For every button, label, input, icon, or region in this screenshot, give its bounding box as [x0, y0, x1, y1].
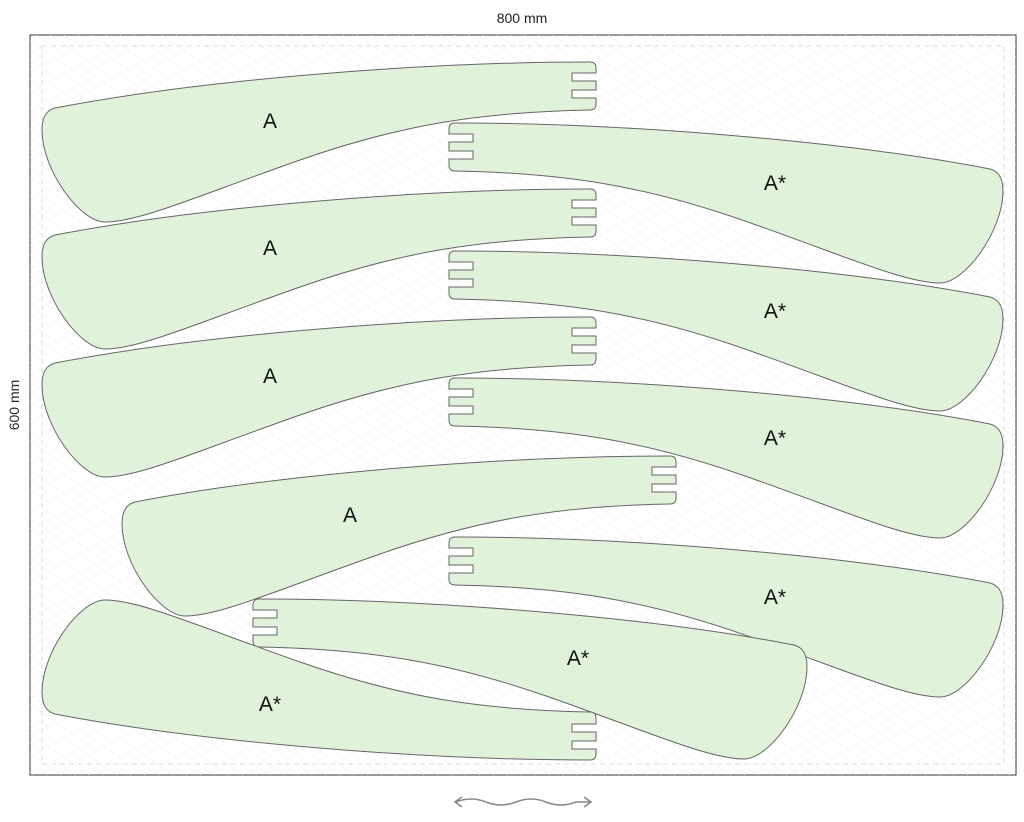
piece-label: A*: [764, 427, 786, 450]
piece-a-star-2[interactable]: A*: [448, 250, 1004, 412]
piece-a-2[interactable]: A: [41, 188, 597, 350]
piece-label: A*: [567, 647, 589, 670]
piece-a-star-6[interactable]: A*: [41, 599, 597, 761]
piece-a-4[interactable]: A: [121, 455, 677, 617]
piece-label: A*: [764, 300, 786, 323]
piece-label: A: [263, 110, 277, 133]
piece-label: A*: [764, 172, 786, 195]
piece-a-star-4[interactable]: A*: [448, 536, 1004, 698]
piece-label: A: [263, 365, 277, 388]
piece-a-3[interactable]: A: [41, 316, 597, 478]
sheet-height-label: 600 mm: [6, 380, 22, 431]
piece-a-star-1[interactable]: A*: [448, 122, 1004, 284]
piece-a-star-5[interactable]: A*: [252, 598, 808, 760]
sheet-width-label: 800 mm: [497, 10, 548, 26]
piece-a-star-3[interactable]: A*: [448, 377, 1004, 539]
piece-label: A*: [259, 693, 281, 716]
sheet-margin: [41, 45, 1005, 765]
piece-label: A: [263, 237, 277, 260]
piece-label: A: [343, 504, 357, 527]
piece-label: A*: [764, 586, 786, 609]
piece-a-1[interactable]: A: [41, 61, 597, 223]
wavy-double-arrow-icon: [453, 796, 593, 808]
